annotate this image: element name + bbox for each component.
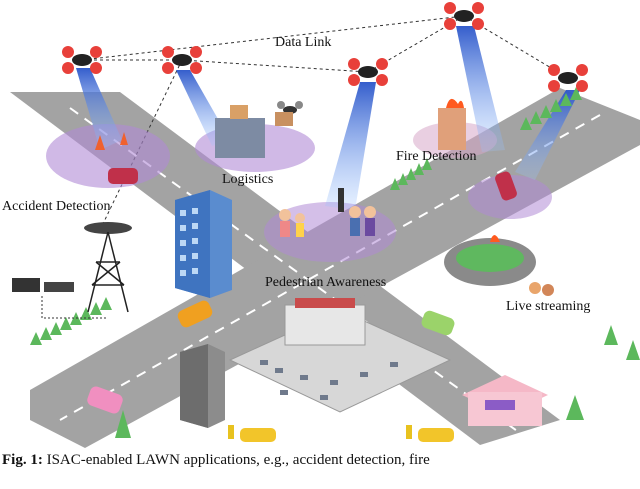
label-data-link: Data Link	[275, 35, 332, 50]
label-accident-detection: Accident Detection	[2, 199, 111, 214]
building-icon	[438, 108, 466, 150]
shop-icon	[462, 375, 548, 426]
pedestrian-scene	[279, 188, 376, 237]
label-live-streaming: Live streaming	[506, 299, 591, 314]
road-vehicles	[87, 300, 455, 414]
ev-charging	[228, 425, 454, 442]
apartment-building-icon	[180, 344, 225, 428]
box-icon	[275, 112, 293, 126]
parking-lot-icon	[228, 298, 452, 413]
tree-rows	[30, 87, 640, 438]
crash-scene	[495, 171, 517, 201]
caption-text: ISAC-enabled LAWN applications, e.g., ac…	[46, 452, 430, 468]
tree-icon	[604, 325, 640, 360]
cone-icon	[120, 132, 128, 145]
tree-icon	[115, 395, 584, 438]
tree-icon	[520, 87, 582, 130]
drones	[62, 2, 588, 114]
server-icon	[12, 278, 74, 292]
car-icon	[87, 386, 123, 414]
office-tower	[175, 190, 232, 298]
coverage-accident	[46, 124, 170, 188]
car-icon	[108, 168, 138, 184]
label-fire-detection: Fire Detection	[396, 149, 477, 164]
car-icon	[421, 310, 455, 336]
fire-icon	[446, 98, 464, 108]
tree-icon	[390, 158, 432, 190]
drone-icon	[444, 2, 484, 30]
drone-icon	[548, 64, 588, 92]
base-station-tower-icon	[84, 222, 132, 313]
fire-icon	[490, 235, 500, 242]
figure-caption: Fig. 1: ISAC-enabled LAWN applications, …	[2, 452, 640, 469]
tree-icon	[30, 297, 112, 345]
accident-scene	[95, 132, 138, 184]
fire-scene	[438, 98, 466, 150]
caption-figure-label: Fig. 1:	[2, 452, 43, 468]
car-icon	[495, 171, 517, 201]
car-icon	[240, 428, 276, 442]
drone-icon	[348, 58, 388, 86]
label-pedestrian-awareness: Pedestrian Awareness	[265, 275, 387, 290]
label-logistics: Logistics	[222, 172, 274, 187]
logistics-scene	[215, 105, 293, 158]
drone-icon	[62, 46, 102, 74]
traffic-light-icon	[338, 188, 344, 212]
cone-icon	[95, 135, 105, 150]
stadium-icon	[444, 235, 554, 296]
car-icon	[177, 300, 213, 328]
wired-link	[41, 296, 108, 319]
car-icon	[418, 428, 454, 442]
drone-icon	[162, 46, 202, 74]
